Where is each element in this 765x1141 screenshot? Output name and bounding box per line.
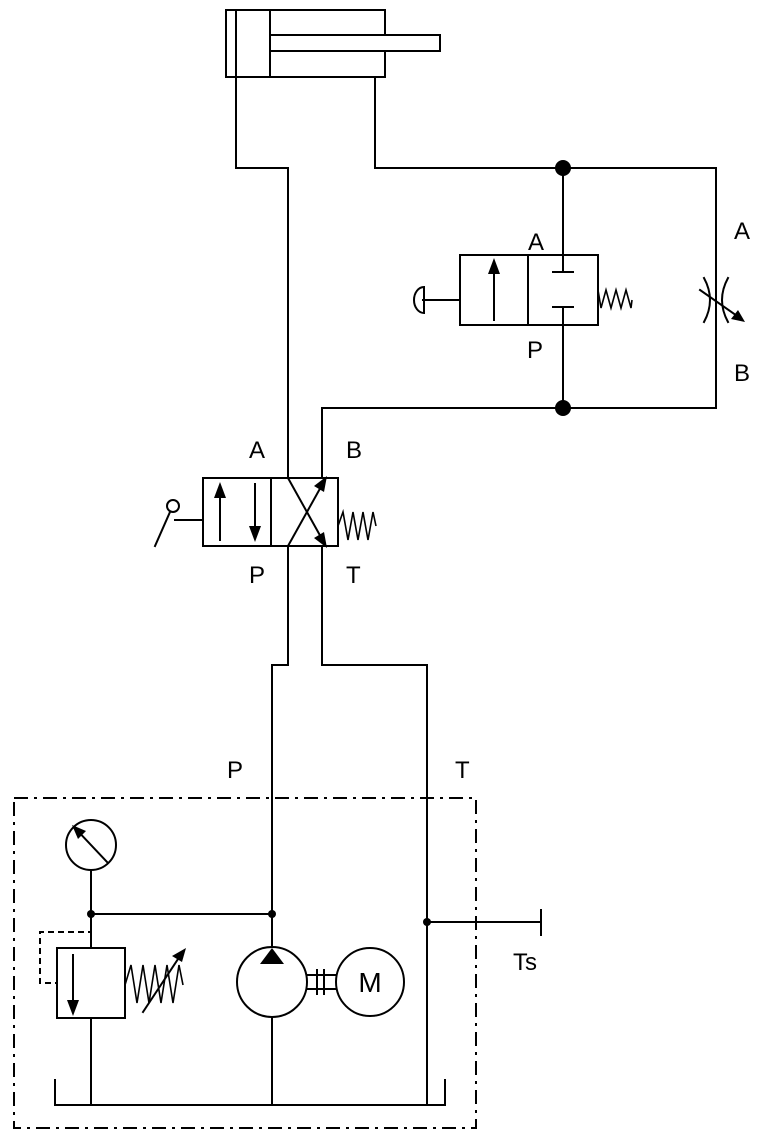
hydraulic-cylinder	[225, 9, 441, 78]
check-valve-port-a-label: A	[528, 229, 544, 256]
check-valve-port-p-label: P	[527, 337, 543, 364]
junction-tank-return	[423, 918, 431, 926]
pump-icon	[236, 946, 308, 1018]
push-valve-spring	[597, 287, 633, 311]
tank-return-label: Ts	[513, 949, 537, 976]
dir-valve-port-a-label: A	[249, 437, 265, 464]
power-unit: M	[13, 797, 542, 1129]
line-cylinder-to-valve-a	[235, 76, 289, 477]
push-button-valve	[413, 254, 633, 326]
throttle-arc-left	[702, 276, 711, 324]
relief-adjust-arrow	[141, 954, 182, 1014]
dir-valve-port-p-label: P	[249, 562, 265, 589]
dir-valve-port-t-label: T	[346, 562, 361, 589]
pump-direction-triangle	[260, 948, 284, 964]
power-unit-port-p-label: P	[227, 757, 243, 784]
junction-gauge	[87, 910, 95, 918]
cylinder-rod	[269, 34, 441, 52]
dir-valve-cross-2-head	[314, 532, 327, 548]
motor-label: M	[358, 967, 381, 998]
relief-valve-arrow-head	[67, 1000, 79, 1016]
dir-valve-cross-1-head	[314, 476, 327, 492]
throttle-arrow-head	[731, 310, 745, 322]
dir-valve-cross-1	[286, 483, 324, 548]
relief-pilot-line	[39, 931, 92, 984]
lever-arm	[153, 510, 172, 548]
push-button-head	[413, 285, 425, 315]
relief-valve-body	[56, 947, 126, 1019]
throttle-valve	[698, 254, 745, 346]
line-cylinder-rod-side	[374, 76, 717, 256]
throttle-port-a-label: A	[734, 218, 750, 245]
push-valve-arrow-head	[488, 258, 500, 274]
dir-valve-cross-2	[286, 476, 324, 541]
line-pressure	[271, 545, 289, 1106]
relief-adjust-arrow-head	[172, 948, 186, 962]
throttle-adjust-arrow	[698, 288, 742, 320]
power-unit-port-t-label: T	[455, 757, 470, 784]
throttle-arc-right	[721, 276, 730, 324]
power-unit-frame	[13, 797, 477, 1129]
motor-icon	[335, 947, 405, 1017]
line-tank	[321, 545, 428, 1106]
line-to-valve-b	[321, 407, 717, 477]
dir-valve-port-b-label: B	[346, 437, 362, 464]
dir-valve-spring	[337, 508, 377, 541]
gauge-needle-head	[72, 825, 86, 839]
directional-valve	[153, 476, 377, 548]
junction-pump	[268, 910, 276, 918]
dir-valve-arrow-up-head	[214, 482, 226, 498]
tank	[54, 1079, 446, 1106]
lever-knob	[166, 499, 180, 513]
dir-valve-arrow-down-head	[249, 526, 261, 542]
throttle-port-b-label: B	[734, 360, 750, 387]
relief-valve-spring	[124, 964, 184, 1004]
